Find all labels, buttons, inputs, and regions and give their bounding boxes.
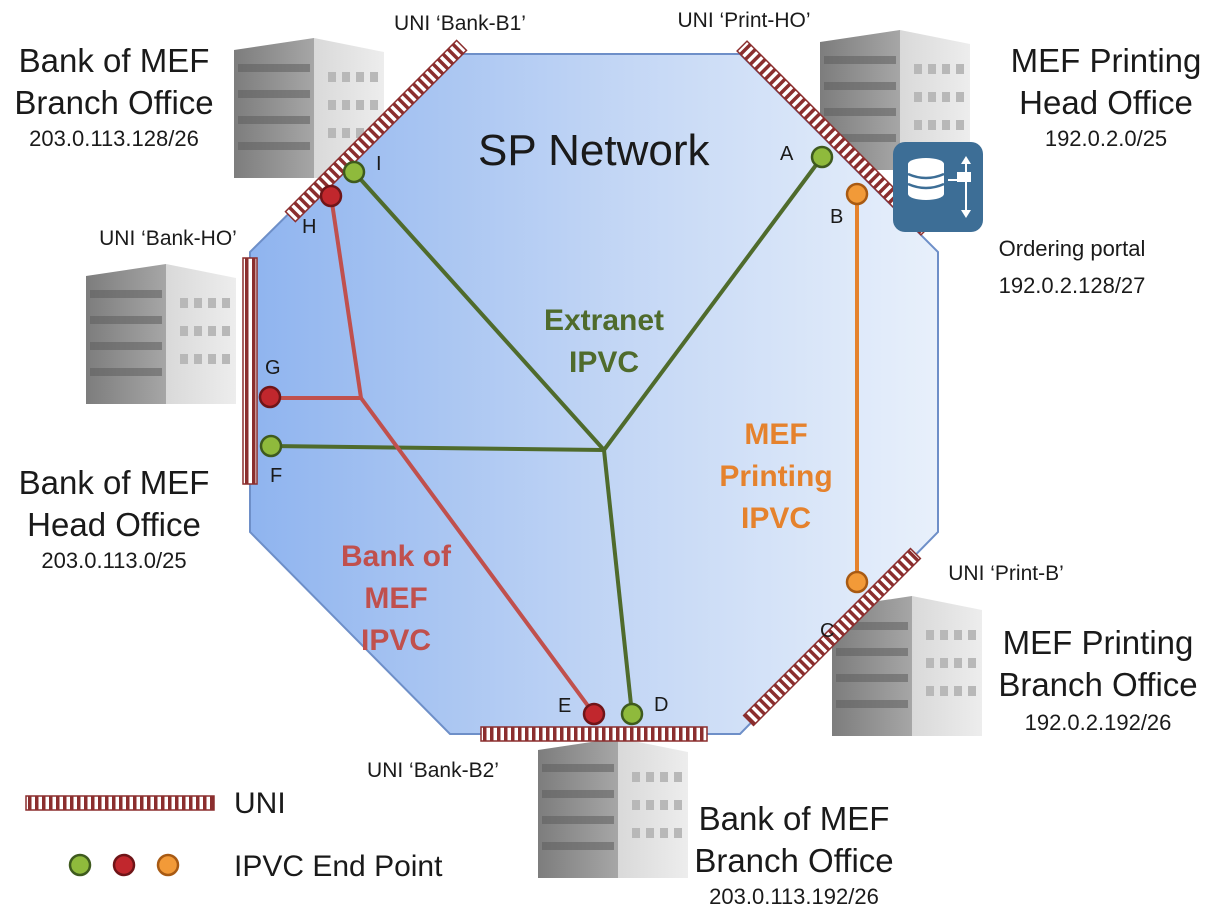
site-bank-ho-line1: Bank of MEF (19, 464, 210, 501)
site-print-b-line1: MEF Printing (1003, 624, 1194, 661)
endpoint-f-label: F (270, 465, 282, 487)
endpoint-h-label: H (302, 216, 316, 238)
site-bank-b1-line2: Branch Office (14, 84, 213, 121)
printing-ipvc-label-line2: Printing (719, 460, 832, 493)
site-print-ho-line1: MEF Printing (1011, 42, 1202, 79)
endpoint-c (845, 570, 869, 594)
extranet-ipvc-label-line1: Extranet (544, 304, 664, 337)
endpoint-i (342, 160, 366, 184)
endpoint-c-label: C (820, 620, 834, 642)
uni-print-b-label: UNI ‘Print-B’ (948, 562, 1064, 585)
endpoint-d (620, 702, 644, 726)
legend-uni-label: UNI (234, 787, 286, 820)
endpoint-a (810, 145, 834, 169)
bank-ipvc-label-line3: IPVC (361, 624, 431, 657)
building-icon (86, 264, 236, 404)
bank-ipvc-label-line1: Bank of (341, 540, 452, 573)
site-print-ho-line2: Head Office (1019, 84, 1193, 121)
site-bank-b2-line2: Branch Office (694, 842, 893, 879)
legend-endpoint-red (112, 853, 136, 877)
site-print-b-line2: Branch Office (998, 666, 1197, 703)
legend-endpoint-green (68, 853, 92, 877)
site-print-b-ip: 192.0.2.192/26 (1025, 710, 1172, 735)
uni-bank-b1 (284, 39, 468, 223)
site-bank-ho-ip: 203.0.113.0/25 (41, 548, 186, 573)
site-bank-b2-line1: Bank of MEF (699, 800, 890, 837)
endpoint-e-label: E (558, 695, 571, 717)
portal-ip: 192.0.2.128/27 (999, 273, 1146, 298)
site-bank-ho-line2: Head Office (27, 506, 201, 543)
printing-ipvc-label-line1: MEF (744, 418, 807, 451)
endpoint-g (258, 385, 282, 409)
endpoint-f (259, 434, 283, 458)
site-bank-b1-line1: Bank of MEF (19, 42, 210, 79)
extranet-ipvc-lines (270, 155, 824, 715)
endpoint-h (319, 184, 343, 208)
endpoint-g-label: G (265, 357, 281, 379)
endpoint-d-label: D (654, 694, 668, 716)
uni-bank-b1-label: UNI ‘Bank-B1’ (394, 12, 526, 35)
legend-uni-swatch (25, 795, 215, 811)
uni-bank-b2-label: UNI ‘Bank-B2’ (367, 759, 499, 782)
uni-print-ho-label: UNI ‘Print-HO’ (677, 9, 810, 32)
uni-print-b (742, 547, 922, 727)
endpoint-b (845, 182, 869, 206)
bank-ipvc-lines (270, 195, 596, 716)
network-title: SP Network (478, 126, 710, 175)
extranet-ipvc-label-line2: IPVC (569, 346, 639, 379)
printing-ipvc-label-line3: IPVC (741, 502, 811, 535)
endpoint-b-label: B (830, 206, 843, 228)
bank-ipvc-label-line2: MEF (364, 582, 427, 615)
building-icon (538, 738, 688, 878)
portal-label: Ordering portal (999, 236, 1146, 261)
site-print-ho-ip: 192.0.2.0/25 (1045, 126, 1167, 151)
site-bank-b2-ip: 203.0.113.192/26 (709, 884, 879, 909)
site-bank-b1-ip: 203.0.113.128/26 (29, 126, 199, 151)
endpoint-i-label: I (376, 153, 382, 175)
legend-endpoint-orange (156, 853, 180, 877)
database-server-icon (893, 142, 983, 232)
uni-bank-ho-label: UNI ‘Bank-HO’ (99, 227, 237, 250)
legend-endpoint-label: IPVC End Point (234, 850, 443, 883)
endpoint-e (582, 702, 606, 726)
endpoint-a-label: A (780, 143, 794, 165)
uni-bank-b2 (480, 726, 708, 742)
uni-bank-ho (242, 257, 258, 485)
